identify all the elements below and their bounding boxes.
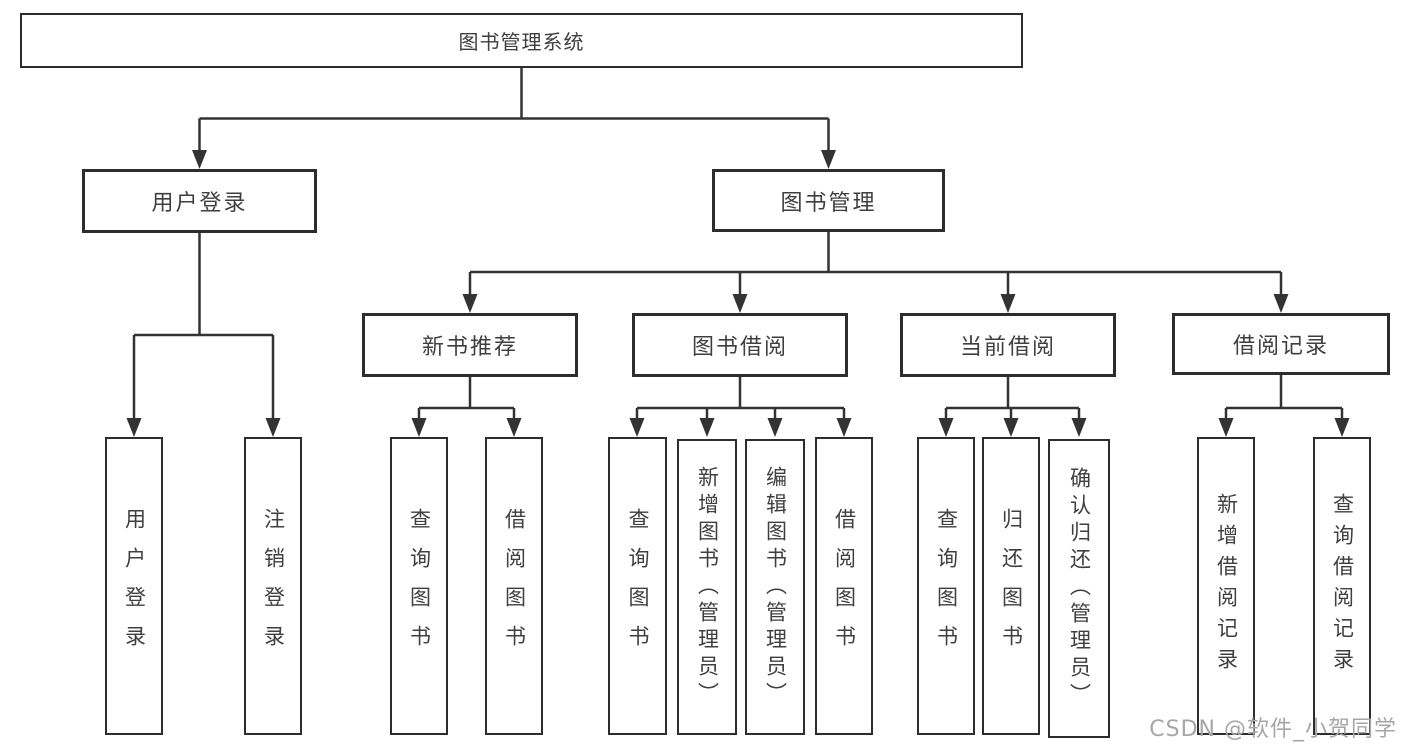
leaf-record-add: 新增借阅记录 <box>1197 437 1255 735</box>
node-borrow-record: 借阅记录 <box>1172 313 1390 375</box>
csdn-watermark: CSDN @软件_小贺同学 <box>1149 717 1397 742</box>
leaf-current-query: 查询图书 <box>917 437 975 735</box>
leaf-borrow-borrow: 借阅图书 <box>815 437 873 735</box>
leaf-label: 编辑图书（管理员） <box>763 465 788 709</box>
node-root: 图书管理系统 <box>20 13 1023 68</box>
node-new-book-recommend: 新书推荐 <box>362 313 578 377</box>
leaf-label: 查询图书 <box>626 508 650 664</box>
leaf-current-return: 归还图书 <box>982 437 1040 735</box>
leaf-label: 归还图书 <box>999 508 1024 664</box>
leaf-label: 查询图书 <box>934 508 959 664</box>
leaf-label: 新增图书（管理员） <box>695 465 720 709</box>
node-current-borrow: 当前借阅 <box>900 313 1116 377</box>
leaf-label: 借阅图书 <box>832 508 857 664</box>
leaf-borrow-query: 查询图书 <box>608 437 667 735</box>
node-user-login: 用户登录 <box>82 169 317 233</box>
leaf-borrow-edit-admin: 编辑图书（管理员） <box>745 439 805 735</box>
leaf-logout: 注销登录 <box>244 437 302 735</box>
leaf-newbook-borrow: 借阅图书 <box>485 437 543 735</box>
leaf-borrow-add-admin: 新增图书（管理员） <box>677 439 737 735</box>
leaf-label: 注销登录 <box>261 508 286 664</box>
leaf-record-query: 查询借阅记录 <box>1313 437 1371 735</box>
node-book-borrow: 图书借阅 <box>632 313 848 377</box>
leaf-label: 用户登录 <box>122 508 147 664</box>
leaf-label: 确认归还（管理员） <box>1067 467 1092 710</box>
leaf-user-login: 用户登录 <box>105 437 163 735</box>
leaf-label: 查询图书 <box>407 508 432 664</box>
leaf-label: 查询借阅记录 <box>1330 493 1355 679</box>
node-book-management: 图书管理 <box>712 169 945 232</box>
leaf-newbook-query: 查询图书 <box>390 437 448 735</box>
leaf-current-confirm-return-admin: 确认归还（管理员） <box>1048 439 1110 738</box>
leaf-label: 新增借阅记录 <box>1214 493 1239 679</box>
leaf-label: 借阅图书 <box>502 508 527 664</box>
